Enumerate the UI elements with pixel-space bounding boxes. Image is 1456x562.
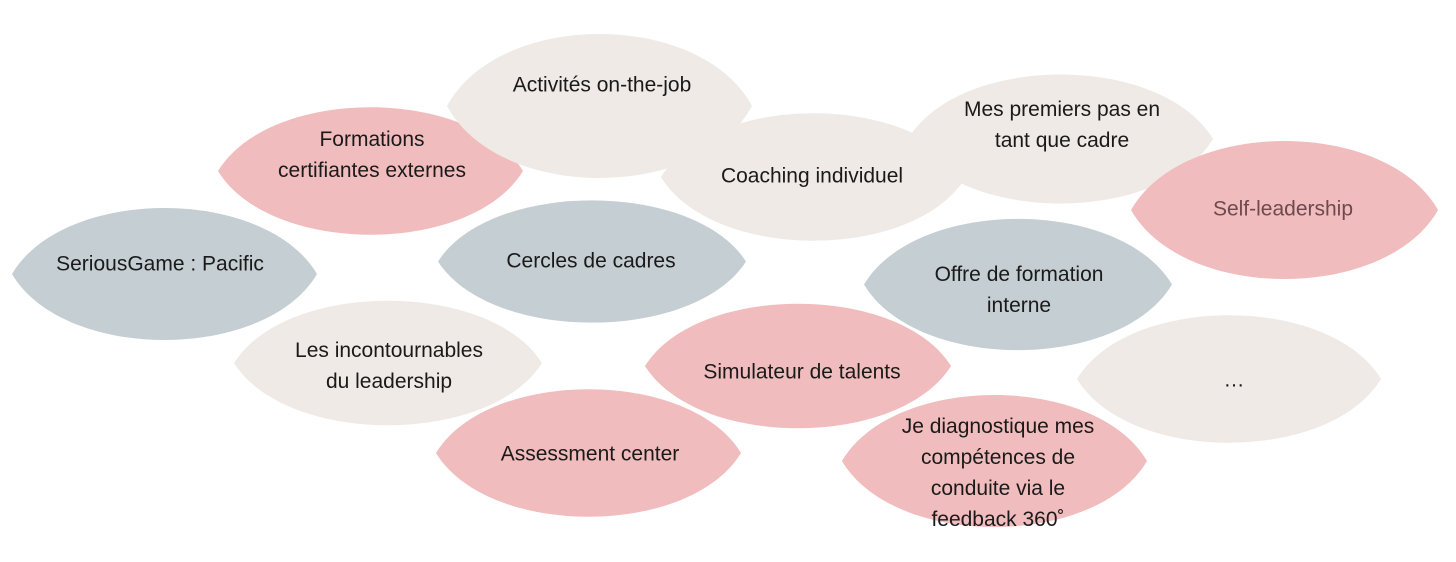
- leaf-shape-diagnostique-feedback-360: [842, 395, 1147, 527]
- leaf-shape-formations-certifiantes-externes: [218, 107, 523, 235]
- leaf-shape-simulateur-de-talents: [661, 113, 966, 241]
- leaf-shape-assessment-center: [645, 303, 951, 429]
- leaf-shape-offre-de-formation-interne: [864, 218, 1172, 351]
- leaf-shape-coaching-individuel: [436, 389, 741, 517]
- leaf-shape-seriousgame-pacific: [12, 208, 317, 340]
- leaf-shape-self-leadership: [1131, 141, 1438, 279]
- leaf-shape-les-incontournables-du-leadership: [234, 300, 542, 426]
- leaf-shape-ellipsis: [1077, 315, 1381, 443]
- leaf-shape-activites-on-the-job: [447, 34, 752, 178]
- leaf-shape-mes-premiers-pas: [908, 74, 1213, 204]
- leaf-shape-cercles-de-cadres: [438, 200, 746, 323]
